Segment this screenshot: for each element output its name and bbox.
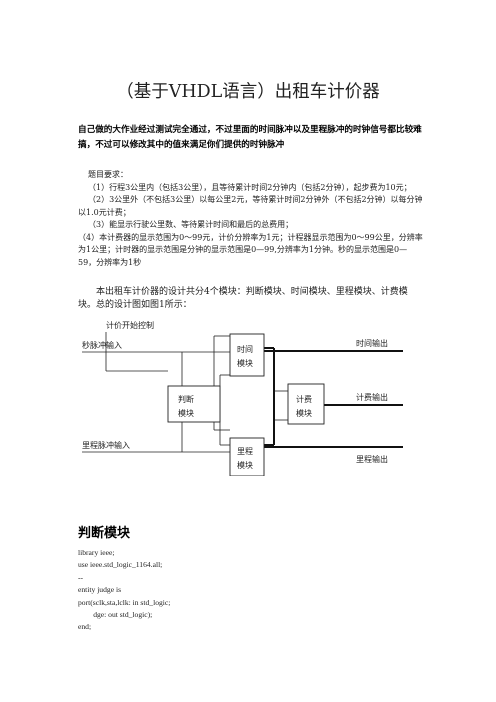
module-fee-label-1: 计费: [296, 394, 312, 404]
module-judge-box: [167, 385, 221, 423]
module-mile-box: [229, 437, 265, 476]
requirement-item-1: （1）行程3公里内（包括3公里），且等待累计时间2分钟内（包括2分钟），起步费为…: [88, 182, 412, 192]
module-judge-label-1: 判断: [178, 394, 194, 404]
code-line: dge: out std_logic);: [78, 610, 153, 620]
code-line: --: [78, 572, 84, 582]
module-judge-label-2: 模块: [178, 408, 194, 418]
module-time-label-2: 模块: [237, 358, 253, 368]
design-paragraph: 本出租车计价器的设计共分4个模块：判断模块、时间模块、里程模块、计费模块。总的设…: [78, 287, 408, 310]
module-fee-label-2: 模块: [296, 408, 312, 418]
requirements-heading: 题目要求：: [88, 170, 128, 179]
code-block: library ieee; use ieee.std_logic_1164.al…: [78, 547, 170, 634]
thin-wires: [82, 332, 288, 453]
module-mile-label-2: 模块: [237, 460, 253, 470]
module-fee-box: [287, 383, 325, 425]
requirement-item-4: （4）本计费器的显示范围为0～99元，计价分辨率为1元；计程器显示范围为0～99…: [78, 232, 423, 267]
code-line: library ieee;: [78, 548, 115, 557]
code-line: entity judge is: [78, 585, 122, 595]
intro-paragraph: 自己做的大作业经过测试完全通过，不过里面的时间脉冲以及里程脉冲的时钟信号都比较难…: [78, 125, 422, 150]
code-line: port(sclk,sta,lclk: in std_logic;: [78, 597, 171, 607]
bus-wires: [264, 347, 403, 448]
label-sec-pulse: 秒脉冲输入: [82, 340, 122, 350]
code-line: use ieee.std_logic_1164.all;: [78, 560, 163, 570]
document-title: （基于VHDL语言）出租车计价器: [116, 82, 380, 102]
code-line: end;: [78, 622, 92, 632]
label-fee-output: 计费输出: [356, 392, 388, 402]
module-mile-label-1: 里程: [237, 447, 253, 456]
label-start-control: 计价开始控制: [106, 320, 154, 330]
label-mile-pulse: 里程脉冲输入: [82, 440, 130, 450]
requirement-item-3: （3）能显示行驶公里数、等待累计时间和最后的总费用；: [88, 220, 294, 229]
block-diagram: 计价开始控制 秒脉冲输入 里程脉冲输入 时间输出 计费输出 里程输出: [82, 320, 403, 476]
label-time-output: 时间输出: [356, 338, 388, 348]
section-heading: 判断模块: [78, 526, 131, 541]
label-mile-output: 里程输出: [356, 454, 388, 464]
module-time-label-1: 时间: [237, 344, 253, 354]
requirement-item-2: （2）3公里外（不包括3公里）以每公里2元，等待累计时间2分钟外（不包括2分钟）…: [78, 195, 423, 217]
requirements-block: 题目要求： （1）行程3公里内（包括3公里），且等待累计时间2分钟内（包括2分钟…: [78, 169, 424, 269]
module-time-box: [229, 333, 265, 377]
